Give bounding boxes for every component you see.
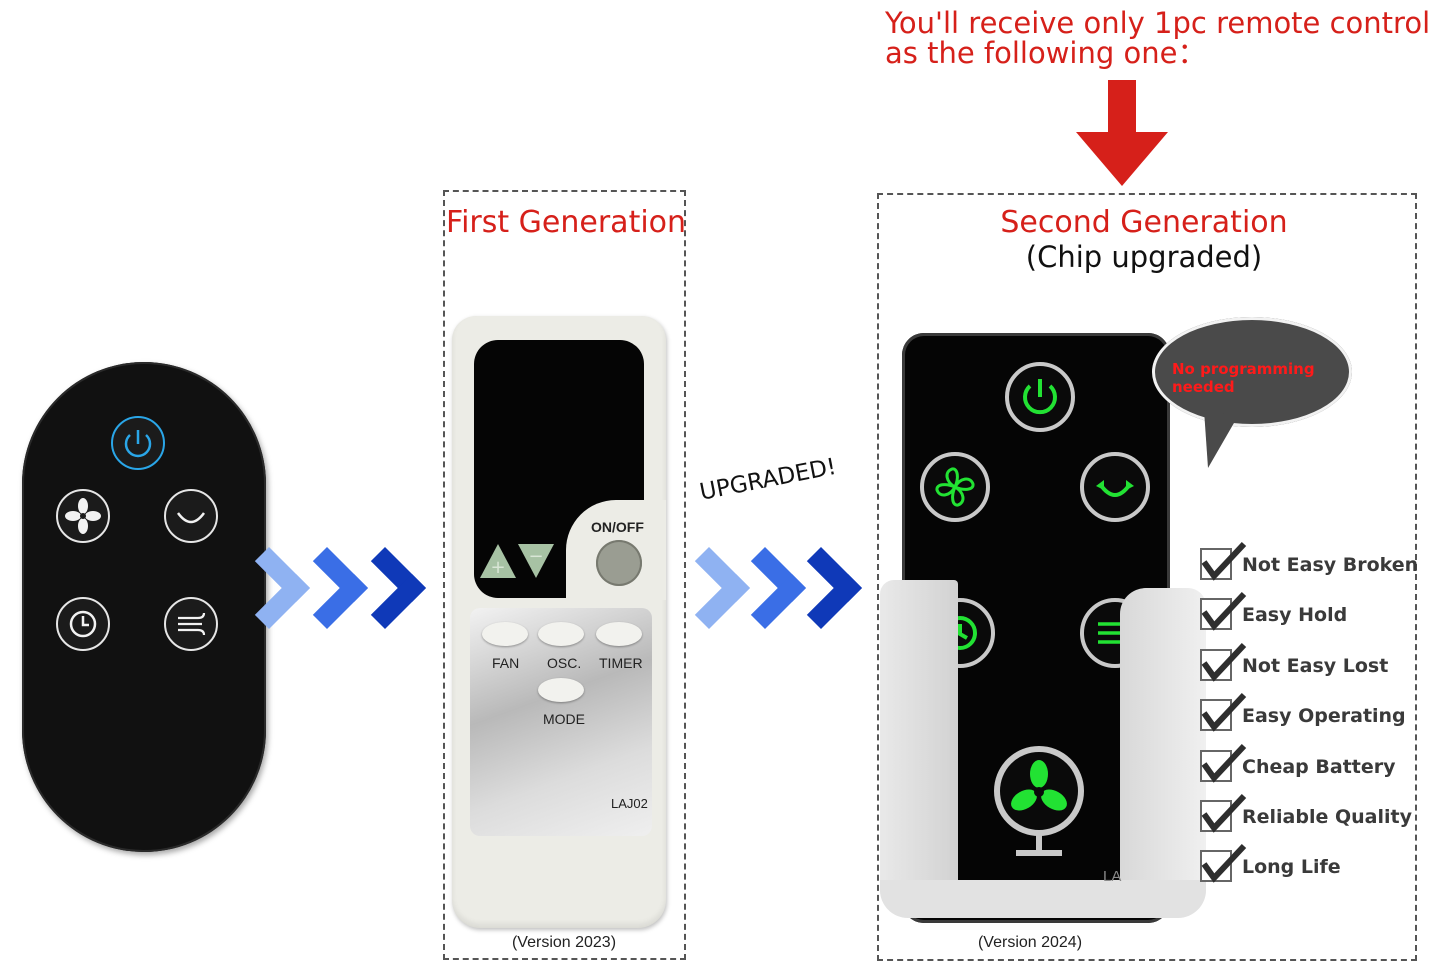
button-panel [470, 608, 652, 836]
feature-label: Easy Hold [1242, 604, 1348, 626]
fan-icon [935, 467, 975, 507]
floor-fan-button[interactable] [992, 744, 1086, 860]
svg-text:+: + [490, 557, 505, 578]
upgraded-label: UPGRADED! [697, 453, 839, 506]
holder-right [1120, 588, 1206, 916]
holder-bottom [880, 880, 1206, 918]
bubble-tail [1204, 410, 1238, 468]
feature-item: Reliable Quality [1198, 792, 1438, 836]
second-generation-subtitle: (Chip upgraded) [1025, 240, 1263, 274]
bubble-text: No programming needed [1172, 360, 1315, 396]
osc-pill-button[interactable] [538, 622, 584, 646]
check-icon [1201, 642, 1247, 682]
power-icon [1023, 379, 1057, 415]
holder-left [880, 580, 958, 916]
check-icon [1201, 843, 1247, 883]
first-generation-title: First Generation [446, 205, 687, 240]
first-gen-version: (Version 2023) [511, 934, 617, 951]
swing-icon [1096, 480, 1134, 497]
minus-icon[interactable]: − [516, 542, 556, 580]
swing-button[interactable] [164, 489, 218, 543]
timer-button[interactable] [56, 597, 110, 651]
onoff-button[interactable] [596, 540, 642, 586]
power-icon [124, 430, 152, 458]
check-icon [1201, 692, 1247, 732]
svg-text:−: − [528, 546, 543, 567]
speech-bubble [1152, 317, 1352, 427]
power-button[interactable] [1005, 362, 1075, 432]
feature-item: Cheap Battery [1198, 742, 1438, 786]
timer-icon [69, 610, 97, 638]
notice-text: You'll receive only 1pc remote control a… [885, 6, 1431, 70]
onoff-label: ON/OFF [591, 519, 644, 535]
feature-label: Long Life [1242, 856, 1341, 878]
check-icon [1201, 591, 1247, 631]
timer-label: TIMER [599, 655, 643, 671]
osc-label: OSC. [547, 655, 582, 671]
fan-pill-button[interactable] [482, 622, 528, 646]
down-arrow-icon [1076, 80, 1168, 186]
mode-pill-button[interactable] [538, 678, 584, 702]
wind-button[interactable] [164, 597, 218, 651]
feature-item: Easy Operating [1198, 691, 1438, 735]
model-label: LAJ02 [611, 796, 648, 811]
fan-button[interactable] [920, 452, 990, 522]
second-gen-version: (Version 2024) [977, 934, 1083, 951]
feature-label: Easy Operating [1242, 705, 1406, 727]
notice-line-1: You'll receive only 1pc remote control [885, 6, 1431, 40]
plus-icon[interactable]: + [478, 542, 518, 580]
power-button[interactable] [111, 416, 165, 470]
model-label-partial: LA [1103, 868, 1122, 885]
chevron-arrow [779, 546, 863, 630]
feature-item: Long Life [1198, 842, 1438, 886]
check-icon [1201, 743, 1247, 783]
check-icon [1201, 793, 1247, 833]
chevron-arrow [343, 546, 427, 630]
notice-line-2: as the following one： [885, 36, 1207, 70]
feature-label: Not Easy Lost [1242, 655, 1389, 677]
first-generation-panel [443, 190, 686, 960]
feature-label: Not Easy Broken [1242, 554, 1419, 576]
feature-item: Not Easy Lost [1198, 641, 1438, 685]
fan-icon [65, 498, 101, 534]
wind-icon [178, 612, 206, 636]
floor-fan-icon [994, 746, 1084, 856]
fan-label: FAN [492, 655, 520, 671]
feature-item: Not Easy Broken [1198, 540, 1438, 584]
feature-label: Cheap Battery [1242, 756, 1396, 778]
mode-label: MODE [543, 711, 585, 727]
feature-label: Reliable Quality [1242, 806, 1412, 828]
swing-icon [176, 512, 206, 524]
timer-pill-button[interactable] [596, 622, 642, 646]
second-generation-title: Second Generation [1000, 205, 1288, 240]
swing-button[interactable] [1080, 452, 1150, 522]
check-icon [1201, 541, 1247, 581]
fan-button[interactable] [56, 489, 110, 543]
second-generation-panel [877, 193, 1417, 961]
feature-item: Easy Hold [1198, 590, 1438, 634]
